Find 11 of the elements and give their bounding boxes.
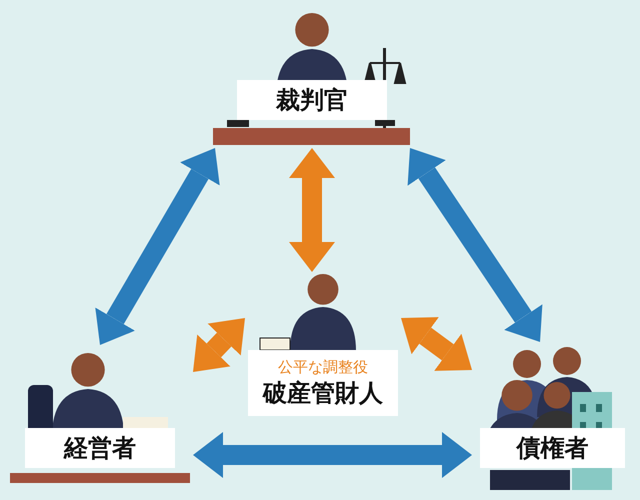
double-arrow [95, 148, 220, 345]
name-label: 破産管財人 [263, 378, 383, 408]
double-arrow [408, 148, 542, 342]
double-arrow [289, 148, 335, 272]
double-arrow [193, 318, 245, 372]
name-label: 裁判官 [276, 85, 348, 116]
name-label: 債権者 [516, 433, 588, 464]
name-label: 経営者 [64, 433, 136, 464]
role-caption: 公平な調整役 [278, 358, 368, 376]
double-arrow [193, 432, 472, 478]
double-arrow [401, 317, 472, 371]
